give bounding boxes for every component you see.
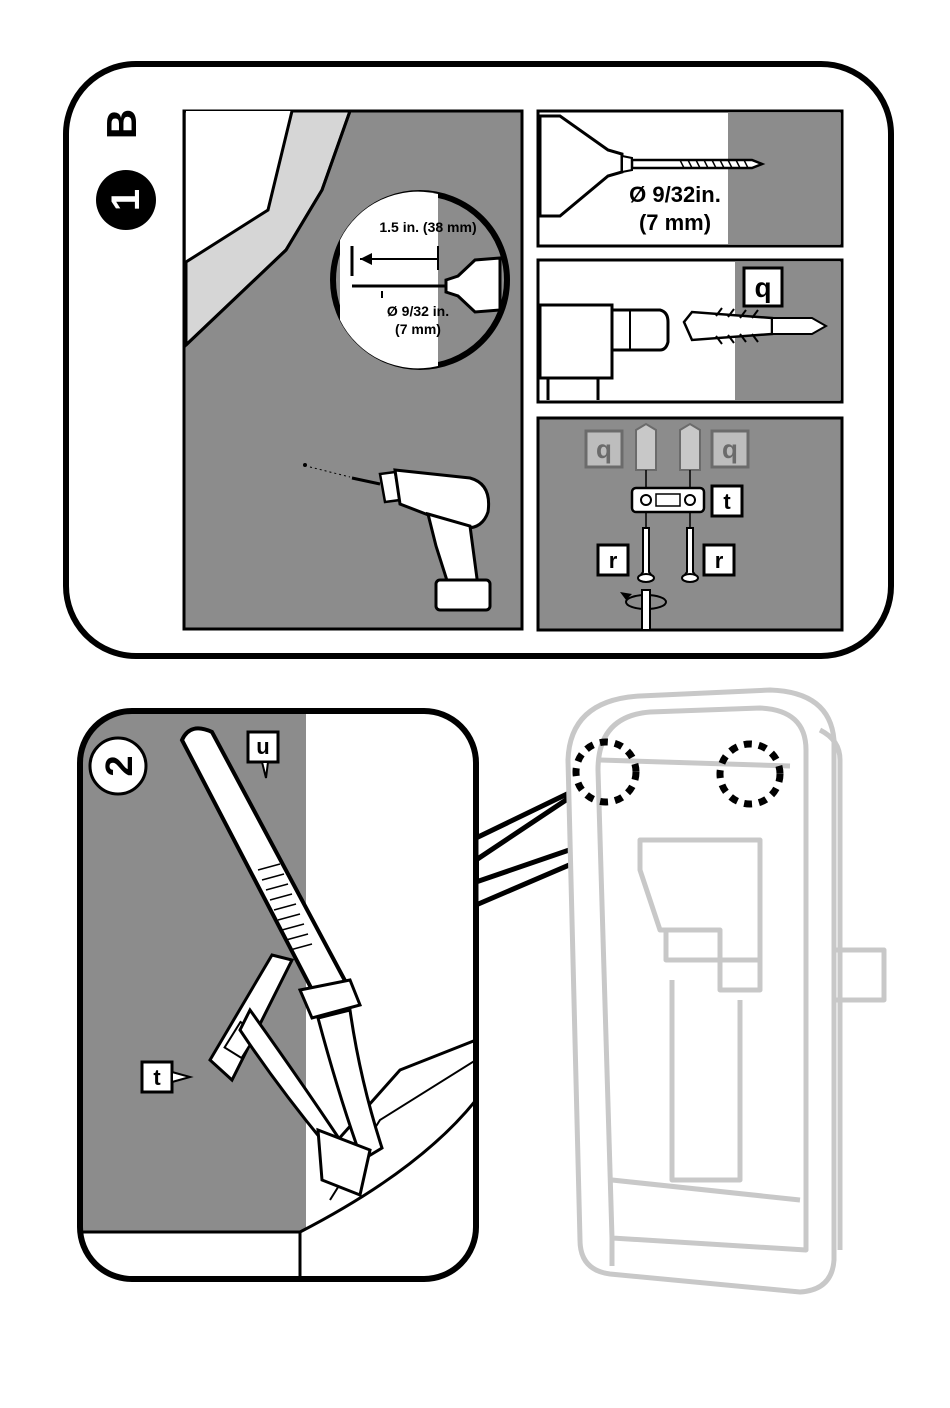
screw-label-left: r	[609, 548, 618, 573]
step-2-number: 2	[99, 755, 141, 776]
bracket-label-t: t	[723, 489, 731, 514]
step-2-panel: 2 u t	[80, 711, 476, 1279]
panel-bit-diameter-in: Ø 9/32in.	[629, 182, 721, 207]
anchor-insert-panel: q	[538, 260, 842, 402]
step-1b-letter: B	[98, 109, 145, 139]
drilling-wall-panel: 1.5 in. (38 mm) Ø 9/32 in. (7 mm)	[184, 111, 522, 629]
ghost-anchor-label-left: q	[596, 434, 612, 464]
bracket-label-t-step2: t	[153, 1065, 161, 1090]
ghost-anchor-label-right: q	[722, 434, 738, 464]
step-2-badge: 2	[90, 738, 146, 794]
panel-bit-diameter-mm: (7 mm)	[639, 210, 711, 235]
bit-diameter-in-text: Ø 9/32 in.	[387, 303, 449, 319]
drill-depth-callout: 1.5 in. (38 mm) Ø 9/32 in. (7 mm)	[333, 192, 507, 369]
cable-tie-label-u: u	[256, 734, 269, 759]
drill-bit-panel: Ø 9/32in. (7 mm)	[538, 111, 842, 246]
anchor-label-q: q	[754, 272, 771, 303]
bit-diameter-mm-text: (7 mm)	[395, 321, 441, 337]
mailbox-ghost-illustration	[568, 690, 884, 1292]
bracket-mount-panel: q q t	[538, 418, 842, 630]
drill-depth-text: 1.5 in. (38 mm)	[379, 219, 476, 235]
step-1b-panel: 1 B 1.5 in. (38 mm) Ø	[66, 64, 891, 656]
step-1b-number: 1	[104, 189, 148, 211]
screw-label-right: r	[715, 548, 724, 573]
